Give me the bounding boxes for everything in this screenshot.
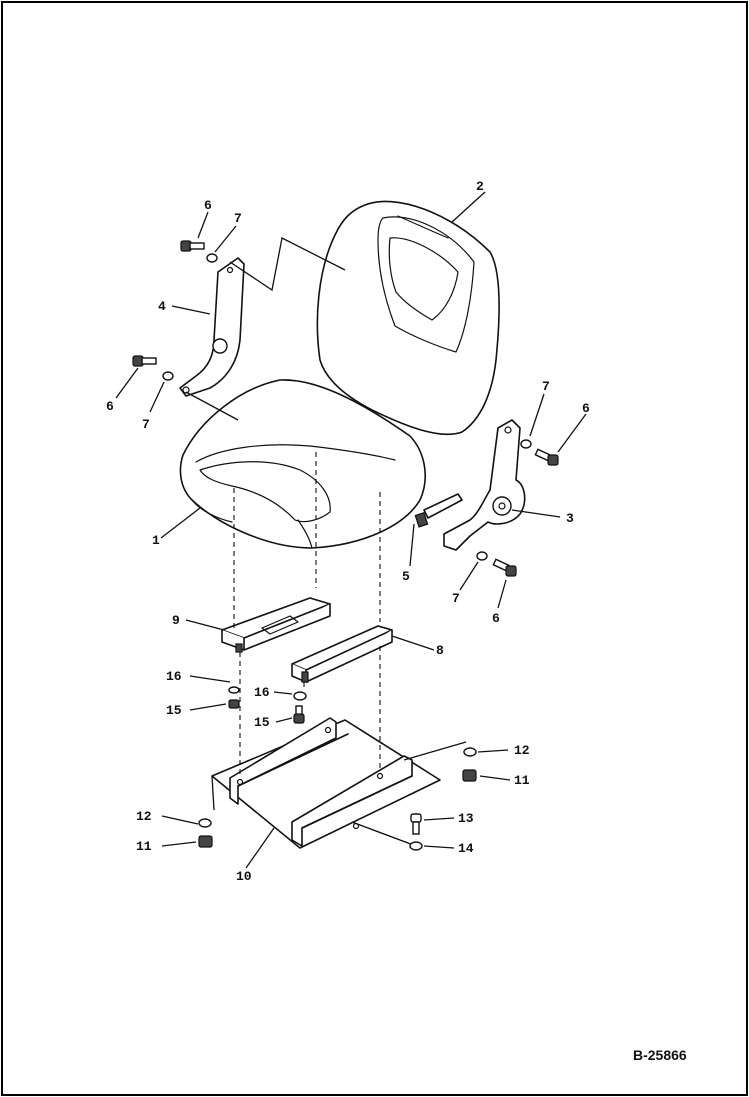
right-seat-bracket <box>443 419 526 551</box>
washer-7b-icon <box>162 371 174 381</box>
callout-1: 1 <box>152 533 160 548</box>
bolt-6a-icon <box>180 240 205 252</box>
callout-7a: 7 <box>234 211 242 226</box>
washer-16b-icon <box>293 691 307 701</box>
hardware-items <box>132 240 559 851</box>
callout-7d: 7 <box>452 591 460 606</box>
seat-cushion <box>179 379 426 549</box>
callout-12b: 12 <box>514 743 530 758</box>
callout-6c: 6 <box>582 401 590 416</box>
callout-leaders <box>115 191 587 869</box>
callout-3: 3 <box>566 511 574 526</box>
seat-backrest <box>316 200 500 436</box>
callout-12a: 12 <box>136 809 152 824</box>
callout-numbers: 2 1 3 4 5 6 7 6 7 7 6 7 6 8 9 10 11 11 1… <box>106 179 590 884</box>
bolt-15b-icon <box>293 705 305 724</box>
nut-11a-icon <box>198 835 213 848</box>
callout-6b: 6 <box>106 399 114 414</box>
washer-16a-icon <box>228 686 240 694</box>
washer-12a-icon <box>198 818 212 828</box>
nut-11b-icon <box>462 769 477 782</box>
bolt-6b-icon <box>132 355 157 367</box>
washer-12b-icon <box>463 747 477 757</box>
callout-14: 14 <box>458 841 474 856</box>
callout-6a: 6 <box>204 198 212 213</box>
callout-7c: 7 <box>542 379 550 394</box>
callout-4: 4 <box>158 299 166 314</box>
callout-2: 2 <box>476 179 484 194</box>
callout-9: 9 <box>172 613 180 628</box>
bolt-6c-icon <box>534 448 559 466</box>
right-seat-rail <box>291 625 393 683</box>
callout-11a: 11 <box>136 839 152 854</box>
callout-11b: 11 <box>514 773 530 788</box>
callout-8: 8 <box>436 643 444 658</box>
assembly-guide-lines <box>185 237 467 847</box>
drawing-number: B-25866 <box>633 1047 687 1063</box>
washer-7a-icon <box>206 253 218 263</box>
callout-15b: 15 <box>254 715 270 730</box>
slide-rod <box>414 493 463 528</box>
left-seat-bracket <box>179 257 245 397</box>
callout-6d: 6 <box>492 611 500 626</box>
left-seat-rail <box>221 597 331 653</box>
bolt-6d-icon <box>492 558 517 577</box>
washer-7c-icon <box>520 439 532 449</box>
callout-16b: 16 <box>254 685 270 700</box>
seat-base-plate <box>211 717 441 849</box>
callout-7b: 7 <box>142 417 150 432</box>
bolt-15a-icon <box>228 699 240 709</box>
bolt-13-icon <box>410 813 422 835</box>
callout-13: 13 <box>458 811 474 826</box>
callout-10: 10 <box>236 869 252 884</box>
callout-15a: 15 <box>166 703 182 718</box>
callout-16a: 16 <box>166 669 182 684</box>
washer-7d-icon <box>476 551 488 561</box>
washer-14-icon <box>409 841 423 851</box>
callout-5: 5 <box>402 569 410 584</box>
